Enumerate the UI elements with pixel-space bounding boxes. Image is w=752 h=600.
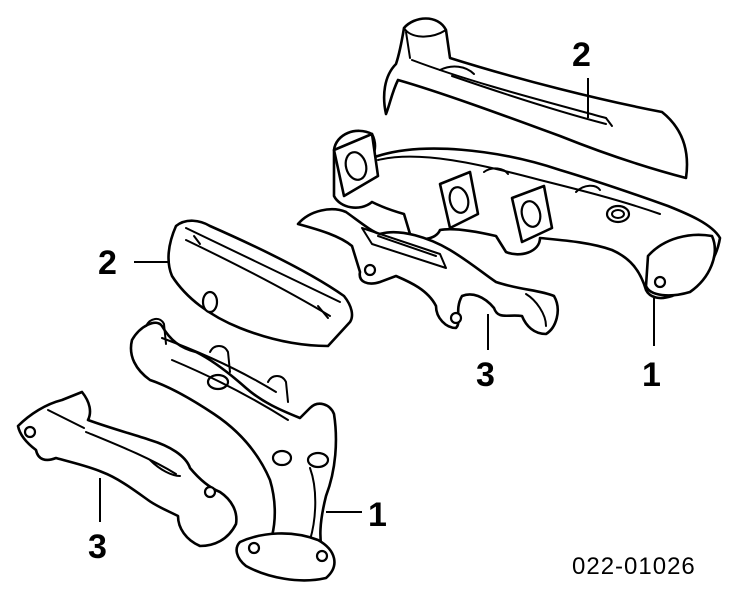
lower-gasket [16,390,238,548]
callout-upper-heat-shield: 2 [572,36,591,74]
upper-exhaust-manifold [332,129,722,300]
callout-upper-gasket: 3 [476,356,495,394]
lower-exhaust-manifold [129,318,338,582]
callout-lower-gasket: 3 [88,528,107,566]
upper-heat-shield [382,17,689,180]
callout-lower-heat-shield: 2 [98,244,117,282]
upper-gasket [296,208,559,336]
diagram-reference-number: 022-01026 [572,553,696,580]
callout-lower-manifold: 1 [368,496,387,534]
lower-heat-shield [167,219,354,348]
callout-upper-manifold: 1 [642,356,661,394]
